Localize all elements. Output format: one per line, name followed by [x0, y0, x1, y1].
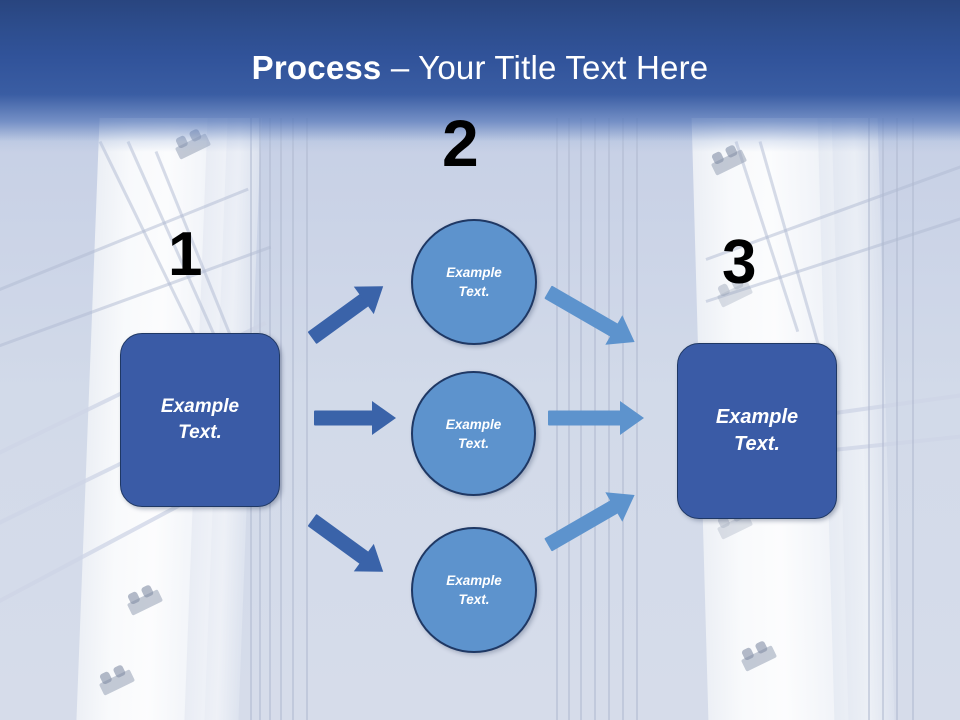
arrow-left-mid-head	[372, 401, 396, 435]
header-band	[0, 0, 960, 152]
process-circle-middle-text: Example Text.	[446, 415, 502, 453]
process-circle-top[interactable]: Example Text.	[411, 219, 537, 345]
page-title: Process – Your Title Text Here	[0, 48, 960, 88]
process-circle-bottom-line1: Example	[446, 573, 502, 588]
process-box-left-line2: Text.	[178, 422, 222, 443]
process-circle-middle-line2: Text.	[457, 435, 489, 451]
process-circle-middle[interactable]: Example Text.	[411, 371, 536, 496]
step-number-2: 2	[442, 106, 479, 180]
process-box-left-line1: Example	[160, 396, 240, 417]
cable-bundle-right-2	[868, 118, 928, 720]
process-circle-top-line2: Text.	[458, 284, 490, 299]
process-box-right-text: Example Text.	[716, 404, 798, 458]
process-circle-middle-line1: Example	[445, 416, 502, 432]
arrow-left-mid-shaft	[314, 410, 374, 426]
process-box-left[interactable]: Example Text.	[120, 333, 280, 507]
process-circle-top-text: Example Text.	[446, 263, 502, 301]
process-circle-bottom-line2: Text.	[458, 592, 490, 607]
page-title-bold: Process	[251, 49, 382, 86]
page-title-rest: – Your Title Text Here	[381, 49, 709, 86]
process-circle-top-line1: Example	[446, 265, 502, 280]
arrow-right-mid-shaft	[548, 410, 622, 426]
process-circle-bottom[interactable]: Example Text.	[411, 527, 537, 653]
process-box-left-text: Example Text.	[161, 394, 239, 446]
process-circle-bottom-text: Example Text.	[446, 571, 502, 609]
process-box-right[interactable]: Example Text.	[677, 343, 837, 519]
arrow-right-mid-head	[620, 401, 644, 435]
step-number-1: 1	[168, 220, 203, 289]
process-box-right-line2: Text.	[734, 433, 780, 455]
process-box-right-line1: Example	[715, 406, 799, 428]
step-number-3: 3	[722, 228, 757, 297]
